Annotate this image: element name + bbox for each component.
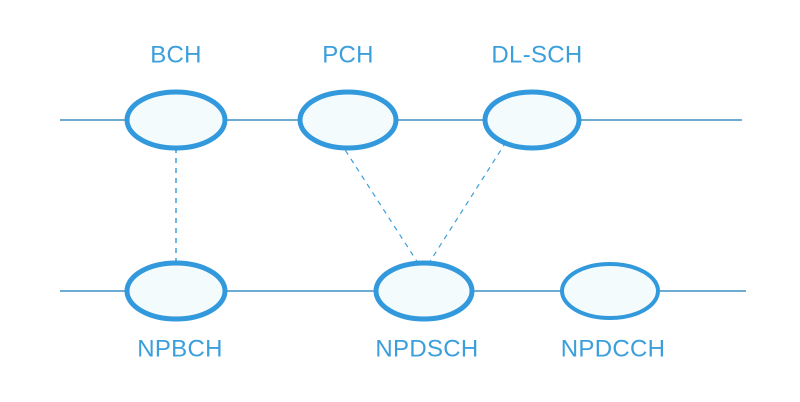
node-npbch[interactable] [124, 260, 228, 322]
node-npdsch[interactable] [373, 260, 475, 322]
node-pch[interactable] [297, 89, 399, 151]
label-npdsch: NPDSCH [375, 335, 478, 362]
label-bch: BCH [150, 41, 202, 68]
label-npbch: NPBCH [137, 335, 223, 362]
node-npdcch[interactable] [560, 262, 660, 320]
node-dl-sch[interactable] [482, 89, 582, 151]
label-dl-sch: DL-SCH [491, 41, 582, 68]
mapping-line-pch-npdsch [339, 141, 419, 264]
label-npdcch: NPDCCH [561, 335, 665, 362]
node-bch[interactable] [124, 89, 228, 151]
label-pch: PCH [322, 41, 374, 68]
mapping-line-dlsch-npdsch [428, 141, 507, 264]
